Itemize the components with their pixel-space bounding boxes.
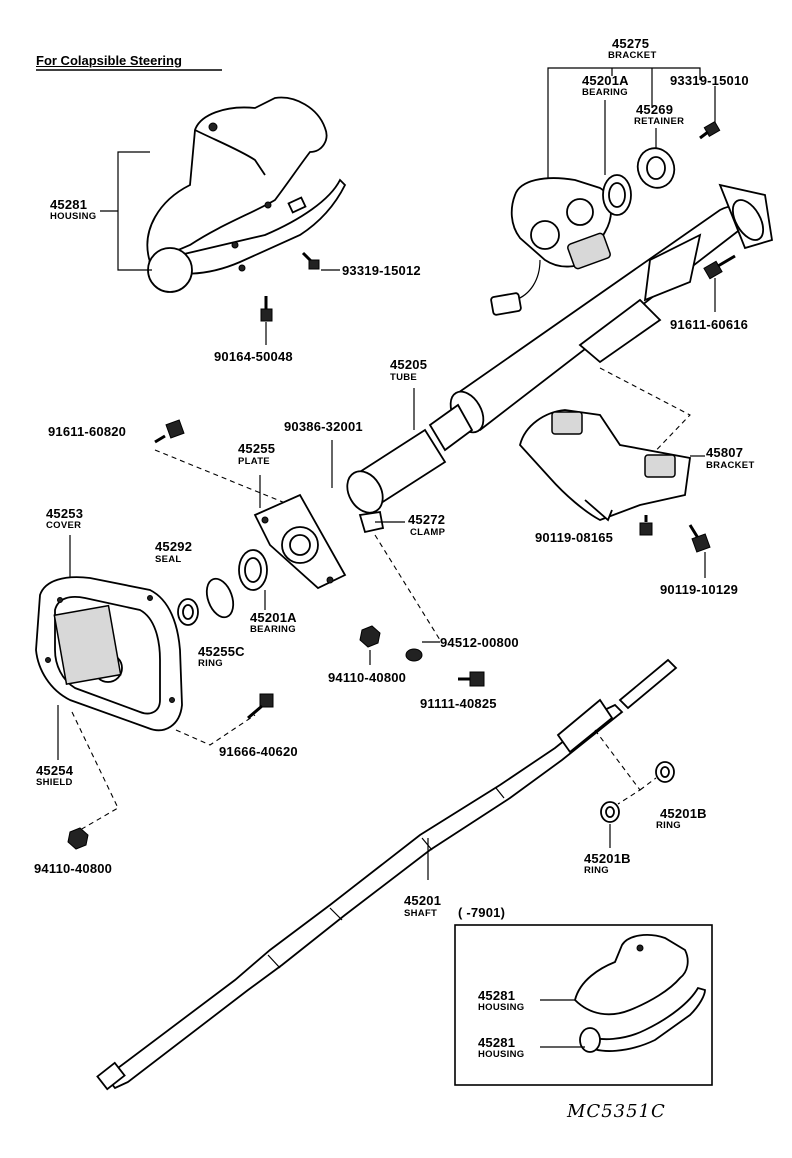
screw-10129-part [688, 524, 711, 578]
label-plate-name: PLATE [238, 456, 270, 467]
label-retainer-name: RETAINER [634, 116, 685, 127]
label-housing-inset-1-name: HOUSING [478, 1002, 525, 1013]
label-cover-number: 45253 [46, 506, 84, 521]
label-screw-08165: 90119-08165 [535, 530, 614, 545]
seal-part [177, 598, 199, 626]
label-ring-b-right-number: 45201B [660, 806, 707, 821]
label-bolt-40825: 91111-40825 [420, 696, 497, 711]
label-bracket-45275-name: BRACKET [608, 50, 657, 61]
bearing-low-part [238, 549, 268, 591]
label-clamp-name: CLAMP [410, 527, 446, 538]
label-bracket-45275-number: 45275 [612, 36, 650, 51]
label-screw-50048: 90164-50048 [214, 349, 293, 364]
label-bearing-low-number: 45201A [250, 610, 297, 625]
clamp-part [358, 510, 385, 534]
cover-part [35, 576, 183, 732]
bracket-45275-part [490, 177, 612, 316]
label-tube-name: TUBE [390, 372, 418, 383]
nut-40800-mid-part [359, 625, 381, 665]
label-housing-top-number: 45281 [50, 197, 88, 212]
label-bracket-45807-name: BRACKET [706, 460, 755, 471]
column-tube-part [346, 183, 774, 514]
bolt-40825-part [458, 671, 485, 687]
ring-b-right-part [655, 761, 675, 783]
label-screw-15010: 93319-15010 [670, 73, 749, 88]
inset-housing-part [574, 934, 706, 1053]
label-cover-name: COVER [46, 520, 82, 531]
ring-b-left-part [600, 801, 620, 823]
washer-00800-part [405, 641, 440, 662]
bolt-40620-part [247, 693, 274, 720]
label-ring-32001: 90386-32001 [284, 419, 363, 434]
shaft-part [96, 658, 678, 1091]
drawing-code-signature: MC5351C [567, 1101, 666, 1122]
label-retainer-number: 45269 [636, 102, 674, 117]
label-washer-00800: 94512-00800 [440, 635, 519, 650]
upper-housing-part [146, 96, 347, 293]
bolt-60616-part [703, 254, 736, 312]
label-shaft-name: SHAFT [404, 908, 438, 919]
label-bolt-60616: 91611-60616 [670, 317, 749, 332]
label-bolt-40620: 91666-40620 [219, 744, 298, 759]
label-shaft-number: 45201 [404, 893, 442, 908]
label-ring-c-name: RING [198, 658, 223, 669]
label-seal-number: 45292 [155, 539, 193, 554]
label-screw-10129: 90119-10129 [660, 582, 739, 597]
label-shield-number: 45254 [36, 763, 74, 778]
label-bracket-45807-number: 45807 [706, 445, 744, 460]
bolt-60820-part [154, 419, 185, 444]
label-nut-40800-low: 94110-40800 [34, 861, 113, 876]
label-ring-b-left-name: RING [584, 865, 609, 876]
screw-15012-part [301, 251, 340, 271]
label-tube-number: 45205 [390, 357, 428, 372]
label-ring-b-left-number: 45201B [584, 851, 631, 866]
screw-15010-part [699, 120, 721, 140]
retainer-part [636, 147, 676, 189]
bearing-top-part [602, 174, 632, 216]
label-ring-b-right-name: RING [656, 820, 681, 831]
inset-range-label: ( -7901) [458, 905, 506, 920]
plate-part [253, 493, 347, 590]
label-housing-inset-2-name: HOUSING [478, 1049, 525, 1060]
label-bearing-top-number: 45201A [582, 73, 629, 88]
ring-c-part [205, 577, 235, 619]
label-bolt-60820: 91611-60820 [48, 424, 127, 439]
label-nut-40800-mid: 94110-40800 [328, 670, 407, 685]
screw-08165-part [639, 515, 653, 536]
label-screw-15012: 93319-15012 [342, 263, 421, 278]
label-ring-c-number: 45255C [198, 644, 245, 659]
nut-40800-low-part [67, 827, 89, 850]
label-housing-top-name: HOUSING [50, 211, 97, 222]
label-plate-number: 45255 [238, 441, 276, 456]
diagram-title: For Colapsible Steering [36, 53, 182, 68]
label-clamp-number: 45272 [408, 512, 446, 527]
label-seal-name: SEAL [155, 554, 182, 565]
label-bearing-top-name: BEARING [582, 87, 628, 98]
label-shield-name: SHIELD [36, 777, 73, 788]
bracket-45807-part [519, 409, 692, 522]
label-housing-inset-2-number: 45281 [478, 1035, 516, 1050]
label-housing-inset-1-number: 45281 [478, 988, 516, 1003]
label-bearing-low-name: BEARING [250, 624, 296, 635]
screw-50048-part [260, 296, 273, 345]
